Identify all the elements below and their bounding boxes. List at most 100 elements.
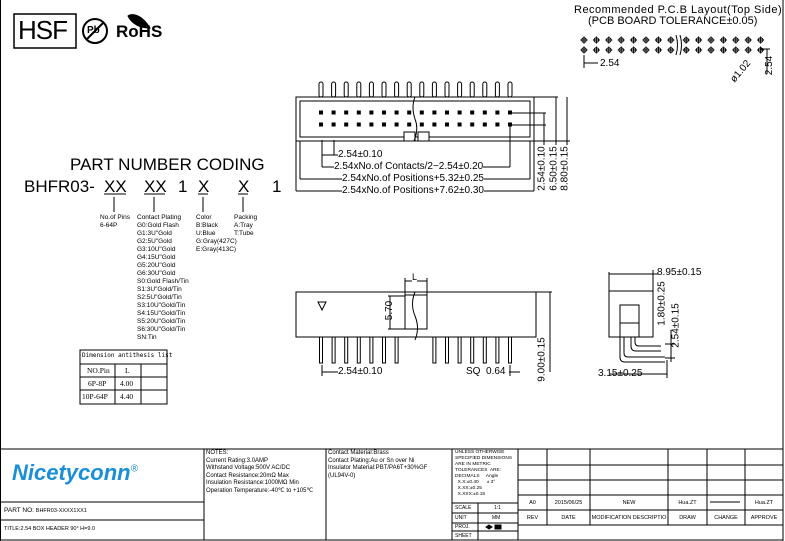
pin <box>343 81 349 98</box>
legend-line: Insulation Resistance:1000MΩ Min <box>206 480 299 486</box>
contact <box>508 122 512 127</box>
code-color: X <box>198 177 210 196</box>
contact <box>470 110 475 115</box>
legend-line: G5:20U"Gold <box>137 262 176 269</box>
dim-height: 9.00±0.15 <box>536 337 548 382</box>
pcb-pitch: 2.54 <box>600 58 620 69</box>
revision-cell <box>707 495 745 510</box>
pin <box>482 81 488 98</box>
revision-cell: A0 <box>529 499 536 506</box>
pin <box>331 336 336 364</box>
contact <box>457 122 462 127</box>
revision-header-cell: MODIFICATION DESCRIPTIO <box>591 514 667 521</box>
legend-line: No.of Pins <box>100 214 130 221</box>
dim-inner-length: 2.54xNo.of Positions+5.32±0.25 <box>342 173 484 184</box>
contact <box>445 110 449 115</box>
dim-outer-length: 2.54xNo.of Positions+7.62±0.30 <box>342 185 484 196</box>
contact <box>457 110 462 115</box>
dim-1-80: 1.80±0.25 <box>656 281 668 326</box>
contact <box>495 122 500 127</box>
contact <box>382 110 386 115</box>
legend-line: G1:3U"Gold <box>137 230 172 237</box>
legend-line: S1:3U"Gold/Tin <box>137 286 182 293</box>
legend-line: S6:30U"Gold/Tin <box>137 326 186 333</box>
sheet-label: SHEET <box>455 533 472 539</box>
contact <box>369 122 374 127</box>
legend-line: S4:15U"Gold/Tin <box>137 310 186 317</box>
legend-line: X.XXX:±0.15 <box>455 492 486 497</box>
revision-cell: 2015/06/25 <box>554 499 583 506</box>
pin <box>356 81 362 98</box>
brand-logo: Nicetyconn® <box>12 460 138 486</box>
contact <box>319 110 323 115</box>
pb-free-icon <box>82 18 108 44</box>
end-view <box>608 270 675 378</box>
code-suffix: 1 <box>272 177 282 196</box>
legend-line: Current Rating:3.0AMP <box>206 457 269 464</box>
pin <box>482 336 487 364</box>
projection-symbol <box>485 524 502 530</box>
pin <box>419 81 425 98</box>
side-view <box>295 278 552 376</box>
contact <box>356 122 361 127</box>
legend-line: DECIMALS Angle <box>455 474 499 479</box>
contact <box>419 122 424 127</box>
contact <box>495 110 500 115</box>
dim-sq: SQ 0.64 <box>466 366 506 377</box>
legend-line: S3:10U"Gold/Tin <box>137 302 186 309</box>
revision-cell: NEW <box>622 499 636 506</box>
dim-v-outer: 8.80±0.15 <box>559 146 571 191</box>
part-no: PART NO: BHFR03-XXXX1XX1 <box>4 507 87 514</box>
coding-leaders <box>104 193 248 212</box>
legend-line: Operation Temperature:-40℃ to +105℃ <box>206 487 314 494</box>
legend-line: G:Gray(427C) <box>196 238 237 245</box>
pin <box>445 336 449 364</box>
revision-header-cell: APPROVE <box>750 514 778 521</box>
legend-line: B:Black <box>196 222 219 229</box>
pin <box>318 81 324 98</box>
pin <box>394 81 400 98</box>
pcb-layout <box>580 34 765 56</box>
legend-line: A:Tray <box>234 222 253 229</box>
pin <box>470 336 475 364</box>
legend-line: Contact Plating <box>137 214 182 221</box>
contact <box>331 110 336 115</box>
rohs-logo: RoHS <box>116 22 163 41</box>
pin <box>319 336 323 364</box>
legend-line: Insulator Material:PBT/PA6T+30%GF <box>328 465 428 471</box>
revision-header-cell: DRAW <box>679 514 696 521</box>
legend-line: G6:30U"Gold <box>137 270 176 277</box>
revision-header-cell: CHANGE <box>714 514 738 521</box>
legend-line: SPECIFIED DIMENSIONS <box>455 456 513 461</box>
dim-table-title: Dimension antithesis list <box>82 352 173 359</box>
pin <box>508 336 512 364</box>
dim-v-inner: 6.50±0.15 <box>548 146 560 191</box>
drawing-title: TITLE:2.54 BOX HEADER 90° H=9.0 <box>4 526 95 532</box>
pb-logo: Pb <box>87 25 100 36</box>
contact <box>445 122 449 127</box>
legend-line: T:Tube <box>234 230 254 237</box>
dim-2-54: 2.54±0.15 <box>670 303 682 348</box>
dim-5-70: 5.70 <box>384 300 396 321</box>
brand-reg: ® <box>130 463 138 475</box>
legend-line: S2:5U"Gold/Tin <box>137 294 182 301</box>
dim-contacts: 2.54xNo.of Contacts/2−2.54±0.20 <box>334 161 484 172</box>
pin <box>394 336 399 364</box>
part-no-label: PART NO: <box>4 507 34 514</box>
dim-v-row: 2.54±0.10 <box>536 146 548 191</box>
contact <box>407 122 412 127</box>
unit-value: MM <box>492 515 501 521</box>
dimension-table <box>79 349 168 405</box>
unit-label: UNIT <box>455 515 467 521</box>
contact <box>331 122 336 127</box>
contact <box>344 110 349 115</box>
hsf-logo: HSF <box>18 15 68 45</box>
hsf-logo-box <box>13 13 77 49</box>
contact <box>407 110 412 115</box>
part-no-value: BHFR03-XXXX1XX1 <box>35 508 87 514</box>
code-fixed: 1 <box>178 177 188 196</box>
